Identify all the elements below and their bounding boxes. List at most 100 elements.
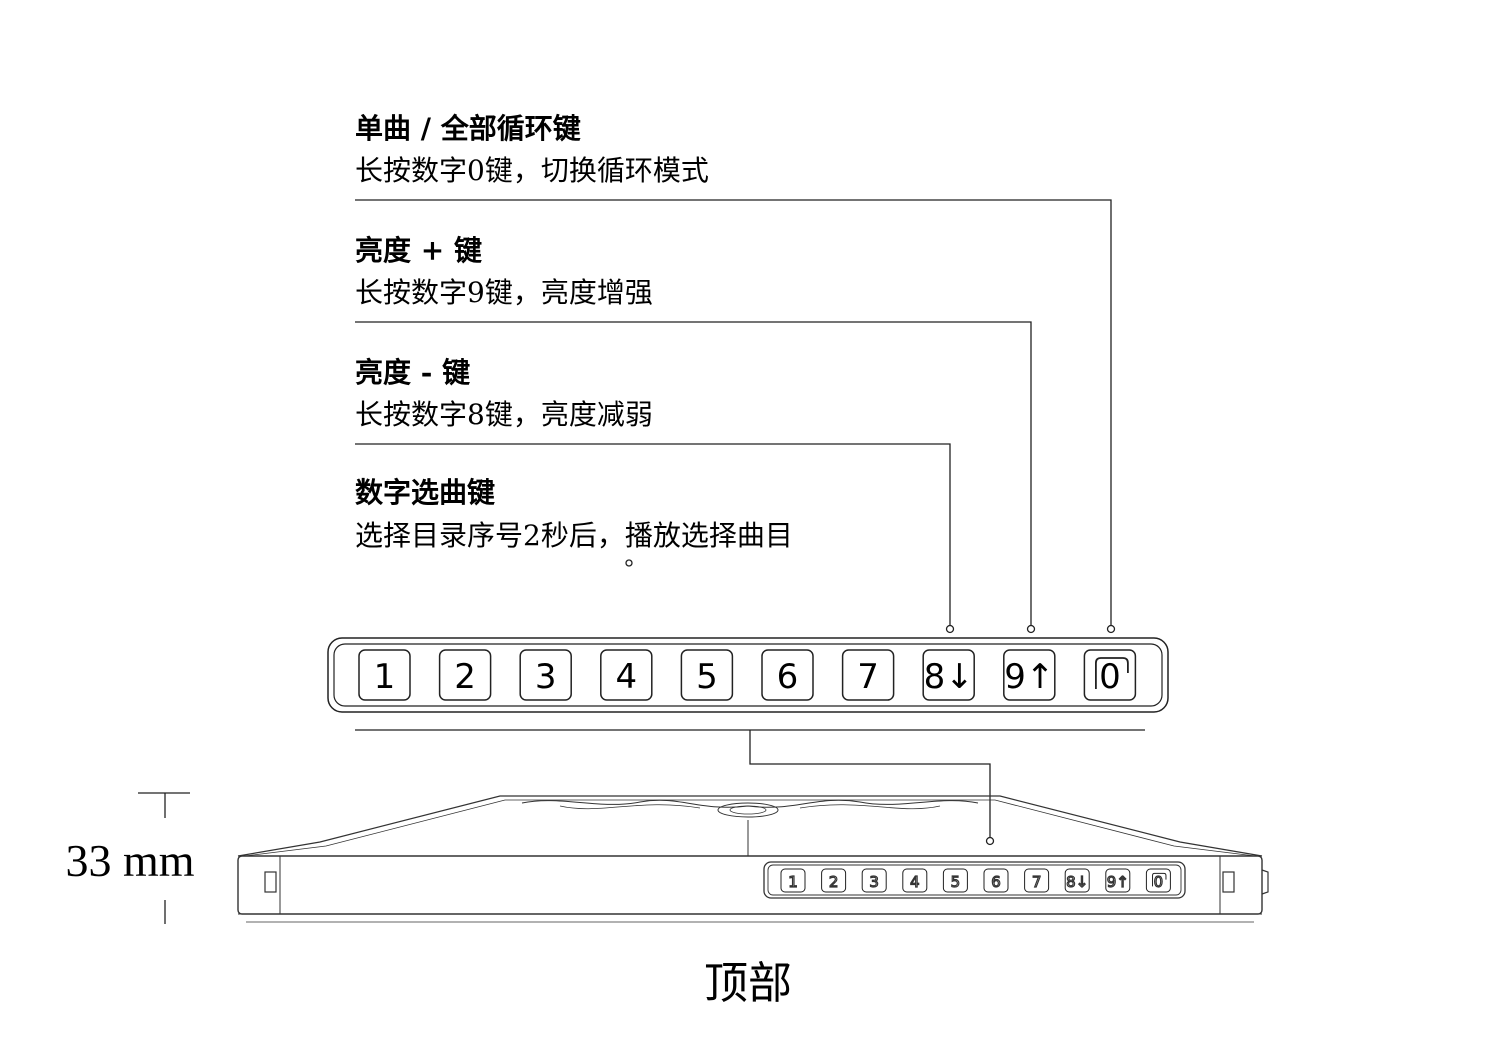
small-panel-outer [763,861,1186,899]
key-label: 5 [696,657,718,697]
key-label: 4 [615,657,637,697]
annotation-brightness-up-title: 亮度 + 键 [355,234,482,267]
key-frame [1105,868,1131,893]
ornament-center [717,802,779,818]
key-label: 4 [910,873,920,891]
leader-lines [355,199,1145,846]
annotation-number-select-title: 数字选曲键 [355,476,495,509]
ornament-detail [559,804,941,810]
leader-line-loop [355,199,1112,626]
key-frame [983,868,1009,893]
device-view: 1 2 3 4 5 6 7 8↓ 9↑ 0 [237,795,1269,923]
key-5[interactable]: 5 [680,649,734,701]
key-frame [519,649,572,701]
key-frame [1024,868,1050,893]
small-key-1[interactable]: 1 [780,868,806,893]
key-frame [1083,649,1137,701]
annotation-brightness-down: 亮度 - 键 长按数字8键，亮度减弱 [355,356,653,431]
leader-line-brightness-up [355,321,1032,626]
ornament-center-inner [729,805,767,815]
key-label: 3 [869,873,879,891]
key-4[interactable]: 4 [600,649,653,701]
big-key-row: 1 2 3 4 5 6 7 8↓ 9↑ 0 [358,649,1137,701]
small-key-4[interactable]: 4 [902,868,928,893]
key-8[interactable]: 8↓ [922,649,975,701]
leader-line-brightness-down [355,443,951,626]
zoom-connector [749,730,991,838]
device-top-edge-inner [244,799,1256,857]
key-frame [922,649,975,701]
annotation-brightness-up-desc: 长按数字9键，亮度增强 [355,276,653,309]
leader-dot-8 [945,624,955,634]
loop-icon [1152,872,1167,887]
left-port [264,871,277,893]
small-key-5[interactable]: 5 [942,868,968,893]
dimension-marker [138,792,190,924]
key-label: 9↑ [1107,873,1129,891]
key-frame [1003,649,1056,701]
key-label: 8↓ [1066,873,1088,891]
key-frame [841,649,895,701]
key-frame [680,649,734,701]
key-frame [780,868,806,893]
view-label: 顶部 [704,958,792,1009]
leader-dot-0 [1106,624,1116,634]
annotation-brightness-up: 亮度 + 键 长按数字9键，亮度增强 [355,234,653,309]
small-key-9[interactable]: 9↑ [1105,868,1131,893]
dimension-label: 33 mm [65,835,194,886]
key-frame [861,868,887,893]
key-0[interactable]: 0 [1083,649,1137,701]
key-1[interactable]: 1 [358,649,411,701]
key-label: 8↓ [924,657,974,697]
key-label: 5 [951,873,961,891]
panel-inner [333,643,1163,707]
key-label: 9↑ [1004,657,1054,697]
small-key-8[interactable]: 8↓ [1064,868,1090,893]
key-label: 2 [829,873,839,891]
right-port [1222,871,1235,893]
key-frame [1064,868,1090,893]
small-key-0[interactable]: 0 [1145,868,1171,893]
leader-dot-number-select [625,559,633,567]
annotation-number-select: 数字选曲键 选择目录序号2秒后，播放选择曲目 [355,476,793,552]
enlarged-key-panel: 1 2 3 4 5 6 7 8↓ 9↑ 0 [327,637,1169,713]
key-frame [600,649,653,701]
key-frame [821,868,847,893]
small-key-6[interactable]: 6 [983,868,1009,893]
key-label: 0 [1099,657,1121,697]
right-button [1261,869,1269,895]
key-2[interactable]: 2 [438,649,492,701]
annotation-loop-desc: 长按数字0键，切换循环模式 [355,154,709,187]
key-label: 6 [991,873,1001,891]
small-key-row: 1 2 3 4 5 6 7 8↓ 9↑ 0 [780,868,1171,893]
small-panel-inner [767,864,1182,896]
key-label: 1 [374,657,396,697]
key-6[interactable]: 6 [761,649,814,701]
key-frame [902,868,928,893]
small-key-3[interactable]: 3 [861,868,887,893]
device-top-edge [237,795,1263,857]
key-label: 3 [535,657,557,697]
key-3[interactable]: 3 [519,649,572,701]
key-frame [358,649,411,701]
key-7[interactable]: 7 [841,649,895,701]
zoom-dot [985,836,995,846]
annotation-brightness-down-title: 亮度 - 键 [355,356,470,389]
key-label: 0 [1154,873,1164,891]
small-key-2[interactable]: 2 [821,868,847,893]
key-label: 6 [777,657,799,697]
key-9[interactable]: 9↑ [1003,649,1056,701]
annotation-loop: 单曲 / 全部循环键 长按数字0键，切换循环模式 [355,112,709,187]
key-label: 7 [1032,873,1042,891]
key-label: 7 [857,657,879,697]
annotation-brightness-down-desc: 长按数字8键，亮度减弱 [355,398,653,431]
key-label: 1 [788,873,798,891]
small-key-7[interactable]: 7 [1024,868,1050,893]
annotation-loop-title: 单曲 / 全部循环键 [355,112,581,145]
loop-icon [1095,657,1129,689]
key-label: 2 [454,657,476,697]
key-frame [438,649,492,701]
key-frame [761,649,814,701]
leader-dot-9 [1026,624,1036,634]
